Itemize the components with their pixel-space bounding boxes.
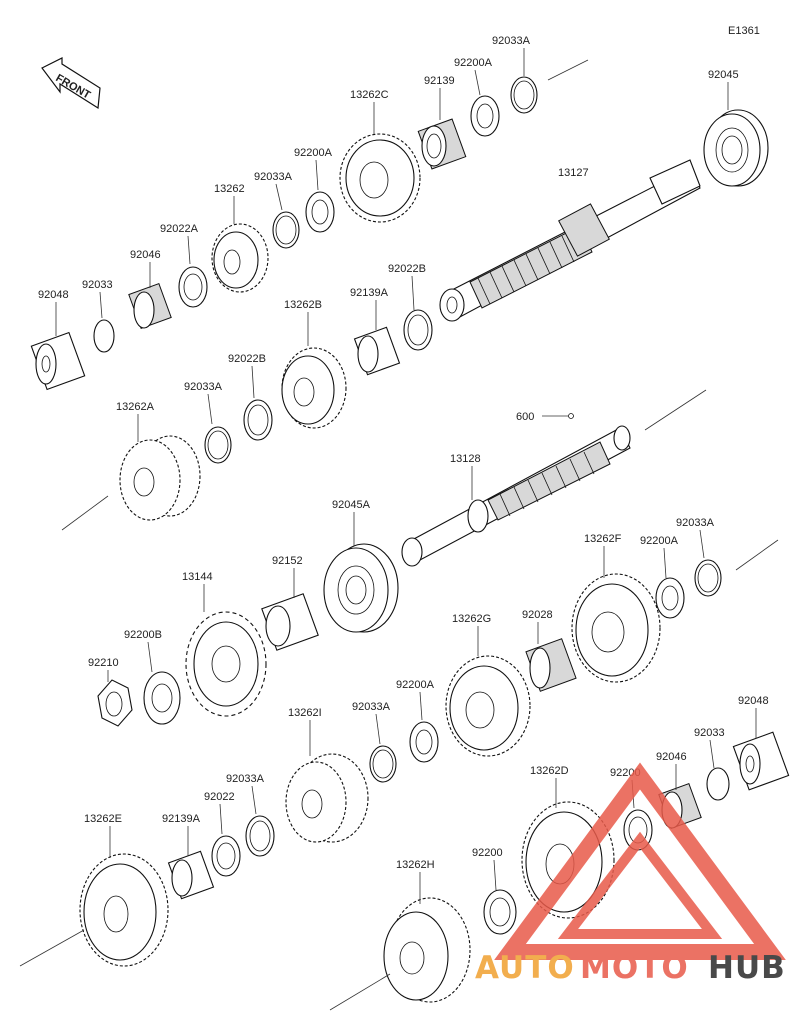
watermark-moto: MOTO: [580, 950, 689, 986]
label-92048-bot: 92048: [738, 695, 769, 707]
label-92022B-2: 92022B: [228, 353, 266, 365]
washer-92200A-right: [655, 577, 685, 619]
label-92046-bot: 92046: [656, 751, 687, 763]
washer-92200A-top: [470, 95, 500, 137]
label-600: 600: [516, 411, 534, 423]
label-92139A-1: 92139A: [350, 287, 389, 299]
label-13144: 13144: [182, 571, 213, 583]
gear-13262H: [383, 897, 471, 1003]
bearing-92045A: [323, 543, 399, 633]
collar-92048-top: [30, 331, 86, 391]
gear-13262B: [281, 347, 347, 429]
label-13262H: 13262H: [396, 859, 435, 871]
needle-bearing-92046-top: [128, 282, 172, 330]
watermark-hub: HUB: [708, 950, 786, 986]
label-92210: 92210: [88, 657, 119, 669]
label-92139: 92139: [424, 75, 455, 87]
label-92048-top: 92048: [38, 289, 69, 301]
gear-13262E: [79, 853, 169, 967]
label-92200A-2: 92200A: [454, 57, 493, 69]
label-92033A-4: 92033A: [676, 517, 715, 529]
washer-92022A: [178, 266, 208, 308]
label-13262E: 13262E: [84, 813, 122, 825]
label-92022B-1: 92022B: [388, 263, 426, 275]
label-13262D: 13262D: [530, 765, 569, 777]
circlip-92033A-top: [510, 76, 538, 114]
label-92028: 92028: [522, 609, 553, 621]
needle-bearing-92139: [417, 118, 467, 170]
label-13262C: 13262C: [350, 89, 389, 101]
label-92200A-1: 92200A: [294, 147, 333, 159]
label-92033A-3: 92033A: [184, 381, 223, 393]
circlip-92033A-center: [369, 745, 397, 783]
label-92033A-2: 92033A: [492, 35, 531, 47]
washer-92200A-mid: [305, 191, 335, 233]
washer-92022: [211, 835, 241, 877]
label-92033A-5: 92033A: [352, 701, 391, 713]
gear-13262: [211, 223, 269, 293]
nut-92210: [97, 679, 133, 727]
circlip-92033A-left: [204, 426, 232, 464]
part-labels: 92048 92033 92046 92022A 13262 92033A 92…: [38, 35, 769, 871]
label-13262A: 13262A: [116, 401, 155, 413]
label-13127: 13127: [558, 167, 589, 179]
label-92046-top: 92046: [130, 249, 161, 261]
sprocket-13144: [185, 611, 267, 717]
label-13262F: 13262F: [584, 533, 622, 545]
needle-bearing-92139A-top: [353, 326, 401, 376]
bearing-92045: [703, 109, 769, 187]
gear-13262F: [571, 573, 661, 683]
label-92022: 92022: [204, 791, 235, 803]
label-92033-bot: 92033: [694, 727, 725, 739]
washer-92200-low: [483, 889, 517, 935]
circlip-92033-low: [706, 767, 730, 801]
label-92200A-3: 92200A: [640, 535, 679, 547]
label-92022A: 92022A: [160, 223, 199, 235]
circlip-92033A-right: [694, 559, 722, 597]
label-92033A-1: 92033A: [254, 171, 293, 183]
diagram-code: E1361: [728, 25, 760, 37]
label-92200B: 92200B: [124, 629, 162, 641]
label-92200A-4: 92200A: [396, 679, 435, 691]
gear-13262C: [339, 133, 421, 223]
label-92152: 92152: [272, 555, 303, 567]
label-13128: 13128: [450, 453, 481, 465]
circlip-92033-top: [93, 319, 115, 353]
label-92033-top: 92033: [82, 279, 113, 291]
gear-13262G: [445, 655, 531, 757]
needle-bearing-92028: [525, 638, 577, 692]
front-arrow-icon: FRONT: [41, 57, 101, 110]
label-13262I: 13262I: [288, 707, 322, 719]
watermark-auto: AUTO: [475, 950, 575, 986]
collar-92048-low: [732, 731, 790, 791]
washer-92200B: [143, 671, 181, 725]
label-13262G: 13262G: [452, 613, 491, 625]
gear-13262A: [119, 435, 201, 521]
automotohub-watermark: AUTO MOTO HUB: [475, 762, 786, 986]
label-92033A-6: 92033A: [226, 773, 265, 785]
drive-shaft-13128: [401, 425, 631, 567]
label-92045: 92045: [708, 69, 739, 81]
washer-92200A-center: [409, 721, 439, 763]
collar-92152: [261, 593, 319, 651]
needle-bearing-92139A-low: [167, 850, 215, 900]
label-92139A-2: 92139A: [162, 813, 201, 825]
output-shaft-13127: [439, 59, 701, 322]
gear-13262I: [285, 753, 369, 843]
circlip-92033A-mid: [272, 211, 300, 249]
label-13262B: 13262B: [284, 299, 322, 311]
label-92045A: 92045A: [332, 499, 371, 511]
label-13262: 13262: [214, 183, 245, 195]
label-92200-2: 92200: [472, 847, 503, 859]
